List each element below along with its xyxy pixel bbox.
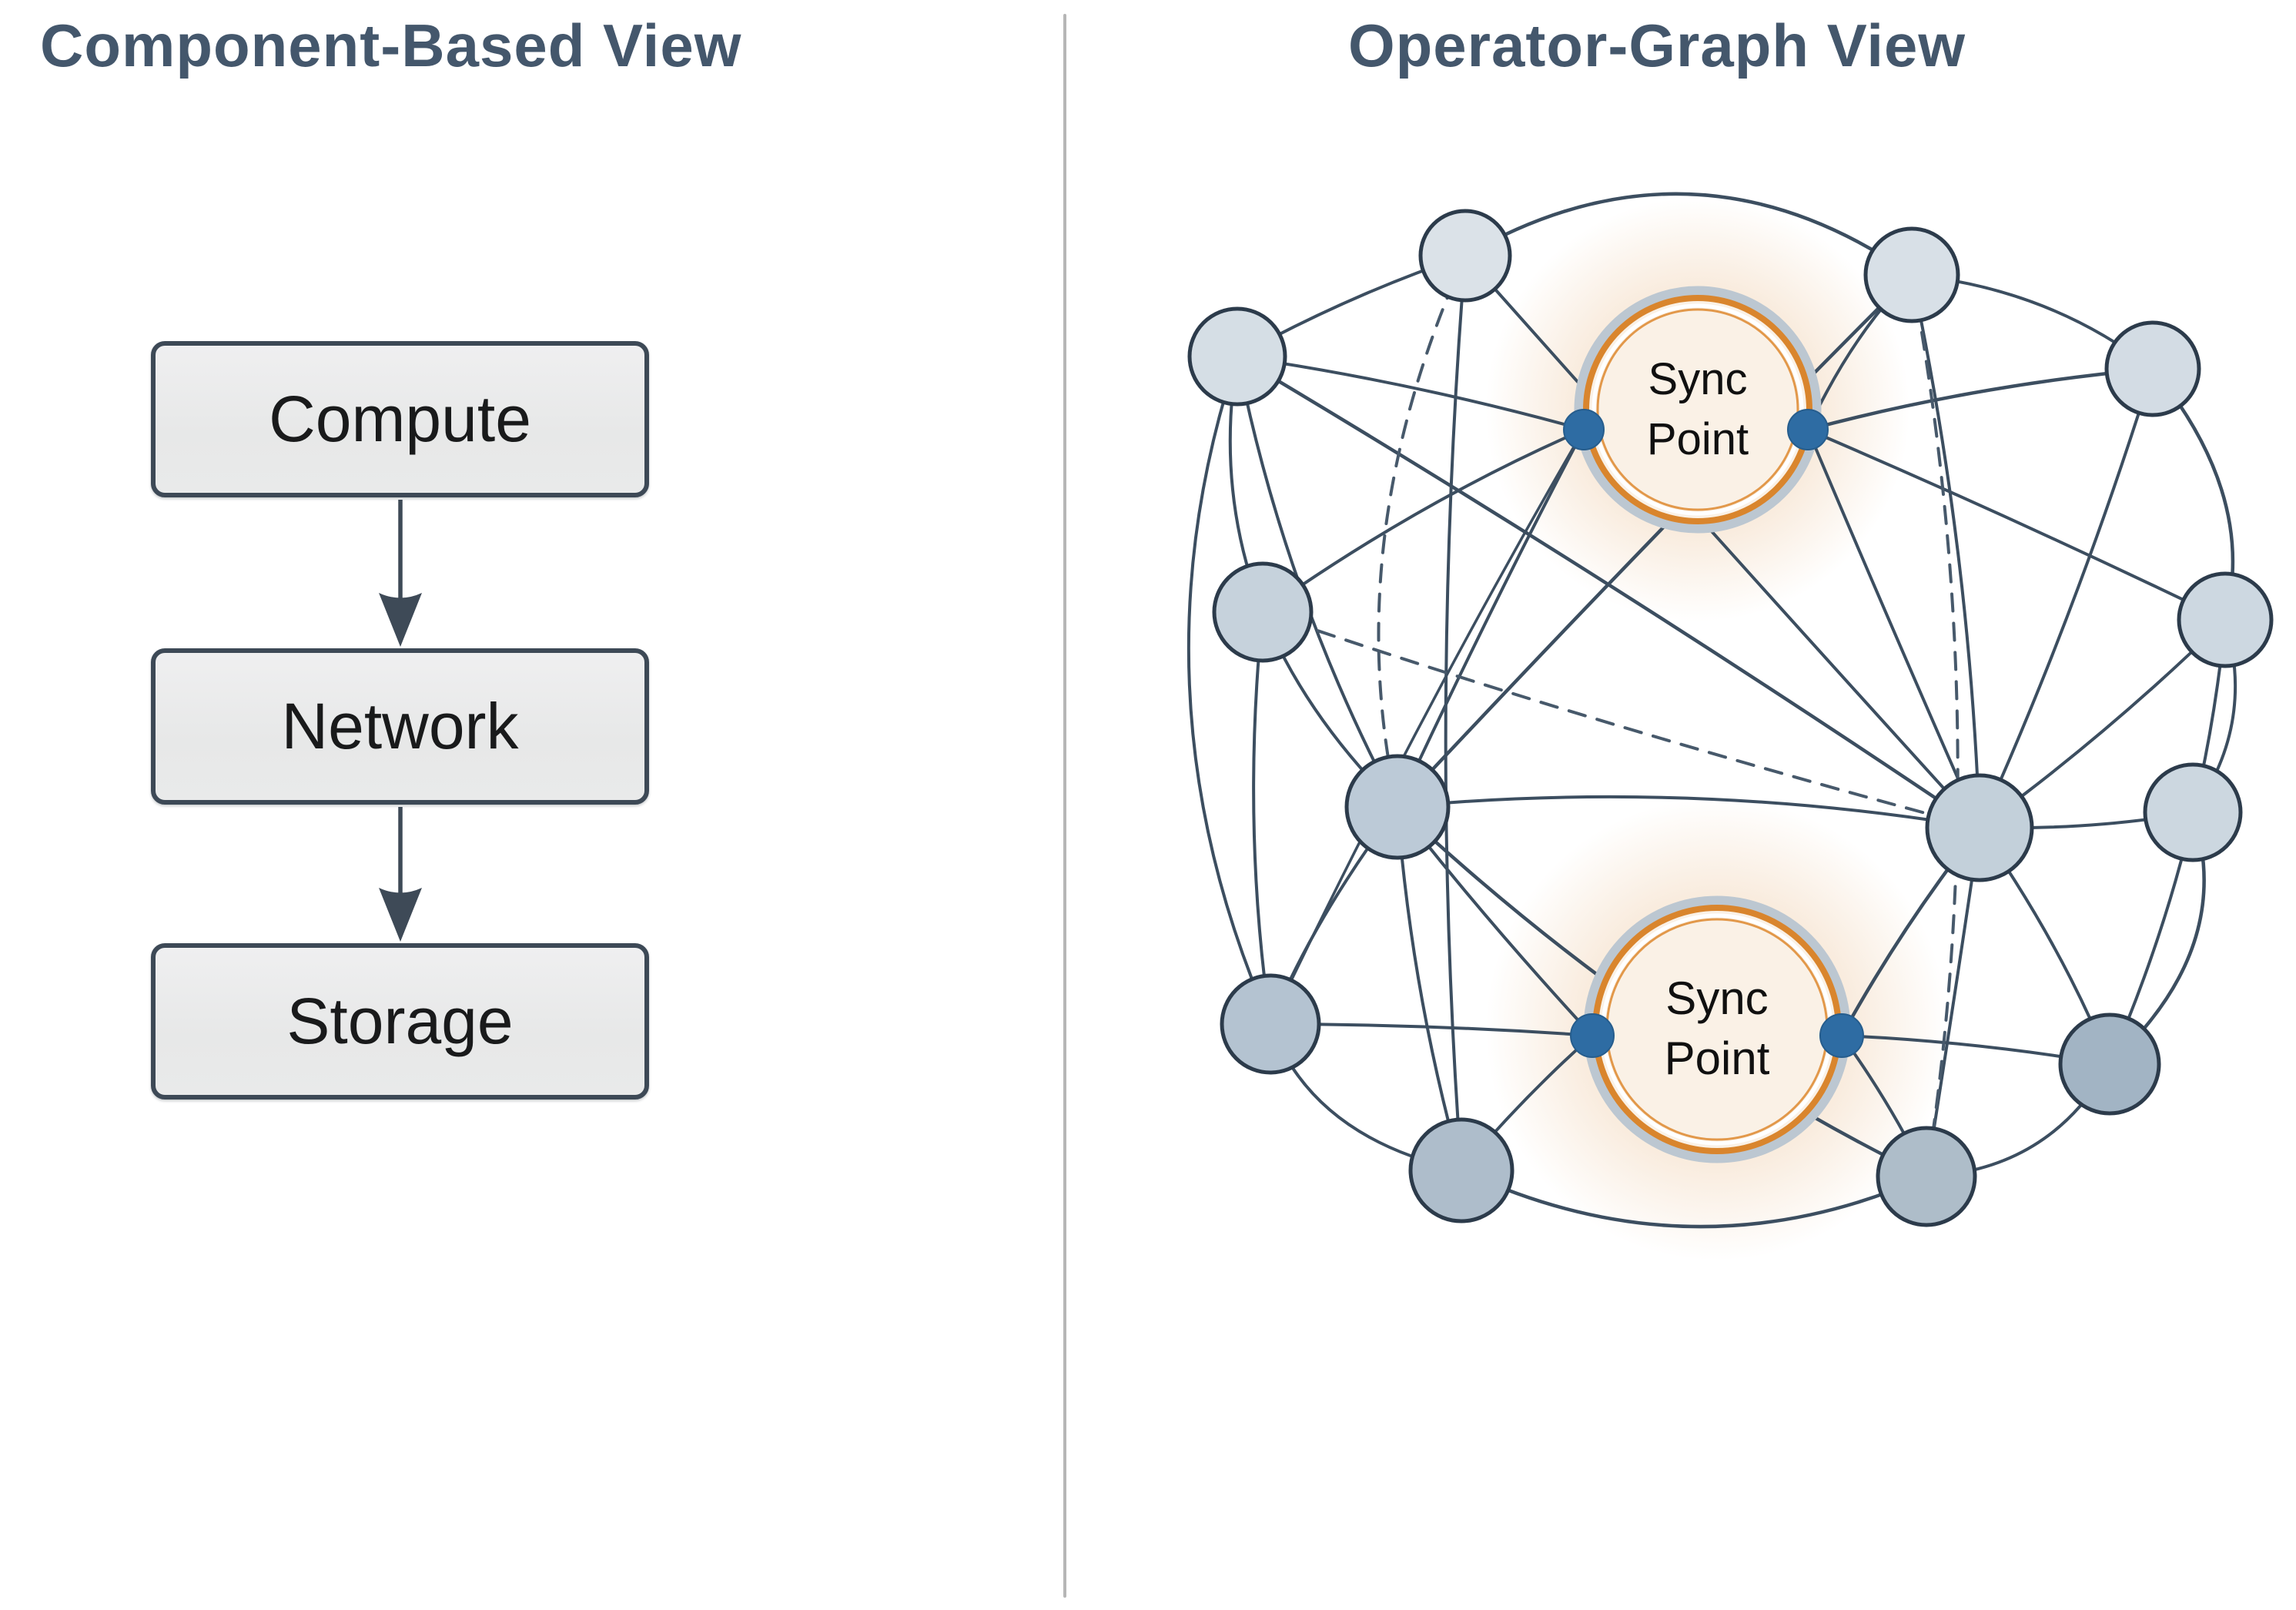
graph-edge-dashed [1377, 254, 1467, 808]
flow-arrows [379, 500, 422, 942]
graph-edge [1396, 795, 1981, 829]
sync-point-label: Sync [1665, 972, 1768, 1024]
flow-box-storage: Storage [151, 943, 649, 1100]
operator-node [2104, 320, 2201, 417]
graph-edge [1464, 254, 1981, 829]
graph-edge [1261, 428, 1585, 614]
left-panel-title: Component-Based View [40, 12, 742, 79]
graph-edge [1395, 273, 1914, 809]
graph-edge-dashed [1910, 273, 1960, 1178]
flow-box-label: Compute [269, 383, 531, 455]
graph-edge [1978, 367, 2154, 829]
graph-edge [1444, 254, 1467, 1172]
graph-edge [1806, 428, 1981, 829]
graph-edge [1910, 273, 1981, 829]
panel-divider [1063, 14, 1066, 1598]
flow-box-label: Network [281, 690, 519, 762]
operator-node [1863, 226, 1960, 323]
sync-port-dot-icon [1563, 409, 1605, 450]
operator-node [2058, 1013, 2161, 1116]
right-panel-title: Operator-Graph View [1347, 12, 1966, 79]
operator-node [2143, 762, 2243, 862]
operator-node [1925, 773, 2034, 882]
flow-box-network: Network [151, 648, 649, 805]
operator-node [1344, 754, 1451, 860]
flow-box-label: Storage [286, 985, 514, 1057]
sync-point-label: Point [1665, 1033, 1770, 1084]
sync-point-label: Sync [1648, 354, 1748, 404]
graph-edge [1463, 192, 1914, 277]
sync-port-dot-icon [1819, 1013, 1864, 1058]
operator-node [1876, 1126, 1977, 1227]
graph-edge [1252, 611, 1272, 1026]
sync-port-dot-icon [1570, 1013, 1615, 1058]
operator-node [1408, 1117, 1514, 1223]
graph-edge [1459, 1168, 1929, 1229]
operator-node [1212, 561, 1314, 663]
sync-port-dot-icon [1787, 409, 1829, 450]
operator-node [1418, 209, 1512, 303]
graph-edge [1396, 428, 1585, 808]
graph-edge [1806, 367, 2155, 432]
operator-node [1187, 306, 1287, 407]
operator-node [1220, 973, 1321, 1075]
flow-arrowhead-icon [379, 888, 422, 942]
graph-edge-dashed [1261, 611, 1981, 829]
operator-node [2177, 571, 2274, 668]
sync-point-label: Point [1647, 414, 1749, 464]
flow-arrowhead-icon [379, 593, 422, 647]
flow-box-compute: Compute [151, 341, 649, 497]
graph-edge [1806, 428, 2227, 621]
graph-edge [1186, 355, 1272, 1026]
